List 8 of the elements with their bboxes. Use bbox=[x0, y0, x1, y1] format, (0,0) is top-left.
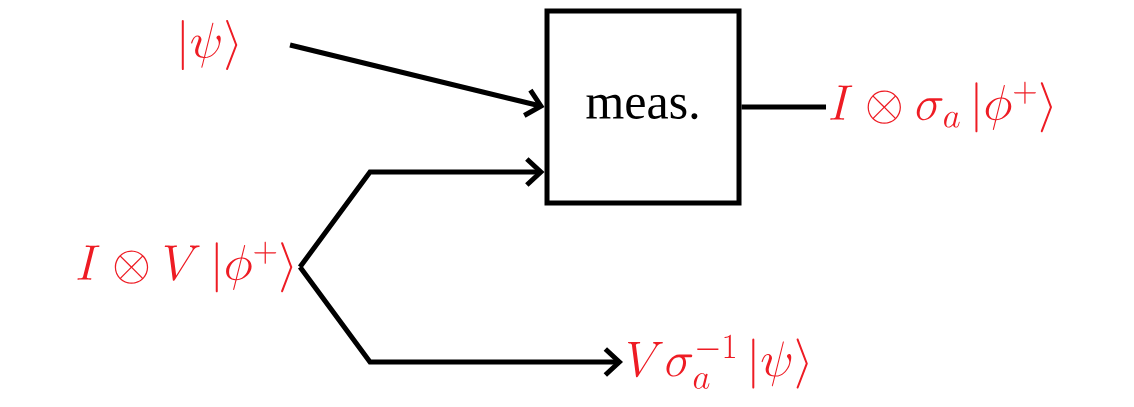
arrow bbox=[298, 265, 623, 377]
arrow bbox=[298, 157, 545, 269]
state-label: $V\sigma_a^{-1}\,|\psi\rangle$ bbox=[627, 334, 808, 389]
state-label: $I\otimes V\,|\phi^+\rangle$ bbox=[77, 241, 293, 293]
state-label: $|\psi\rangle$ bbox=[181, 20, 238, 70]
arrow bbox=[289, 42, 545, 118]
process-box: meas. bbox=[544, 8, 742, 206]
state-label: $I\otimes\sigma_a\,|\phi^+\rangle$ bbox=[830, 81, 1052, 133]
